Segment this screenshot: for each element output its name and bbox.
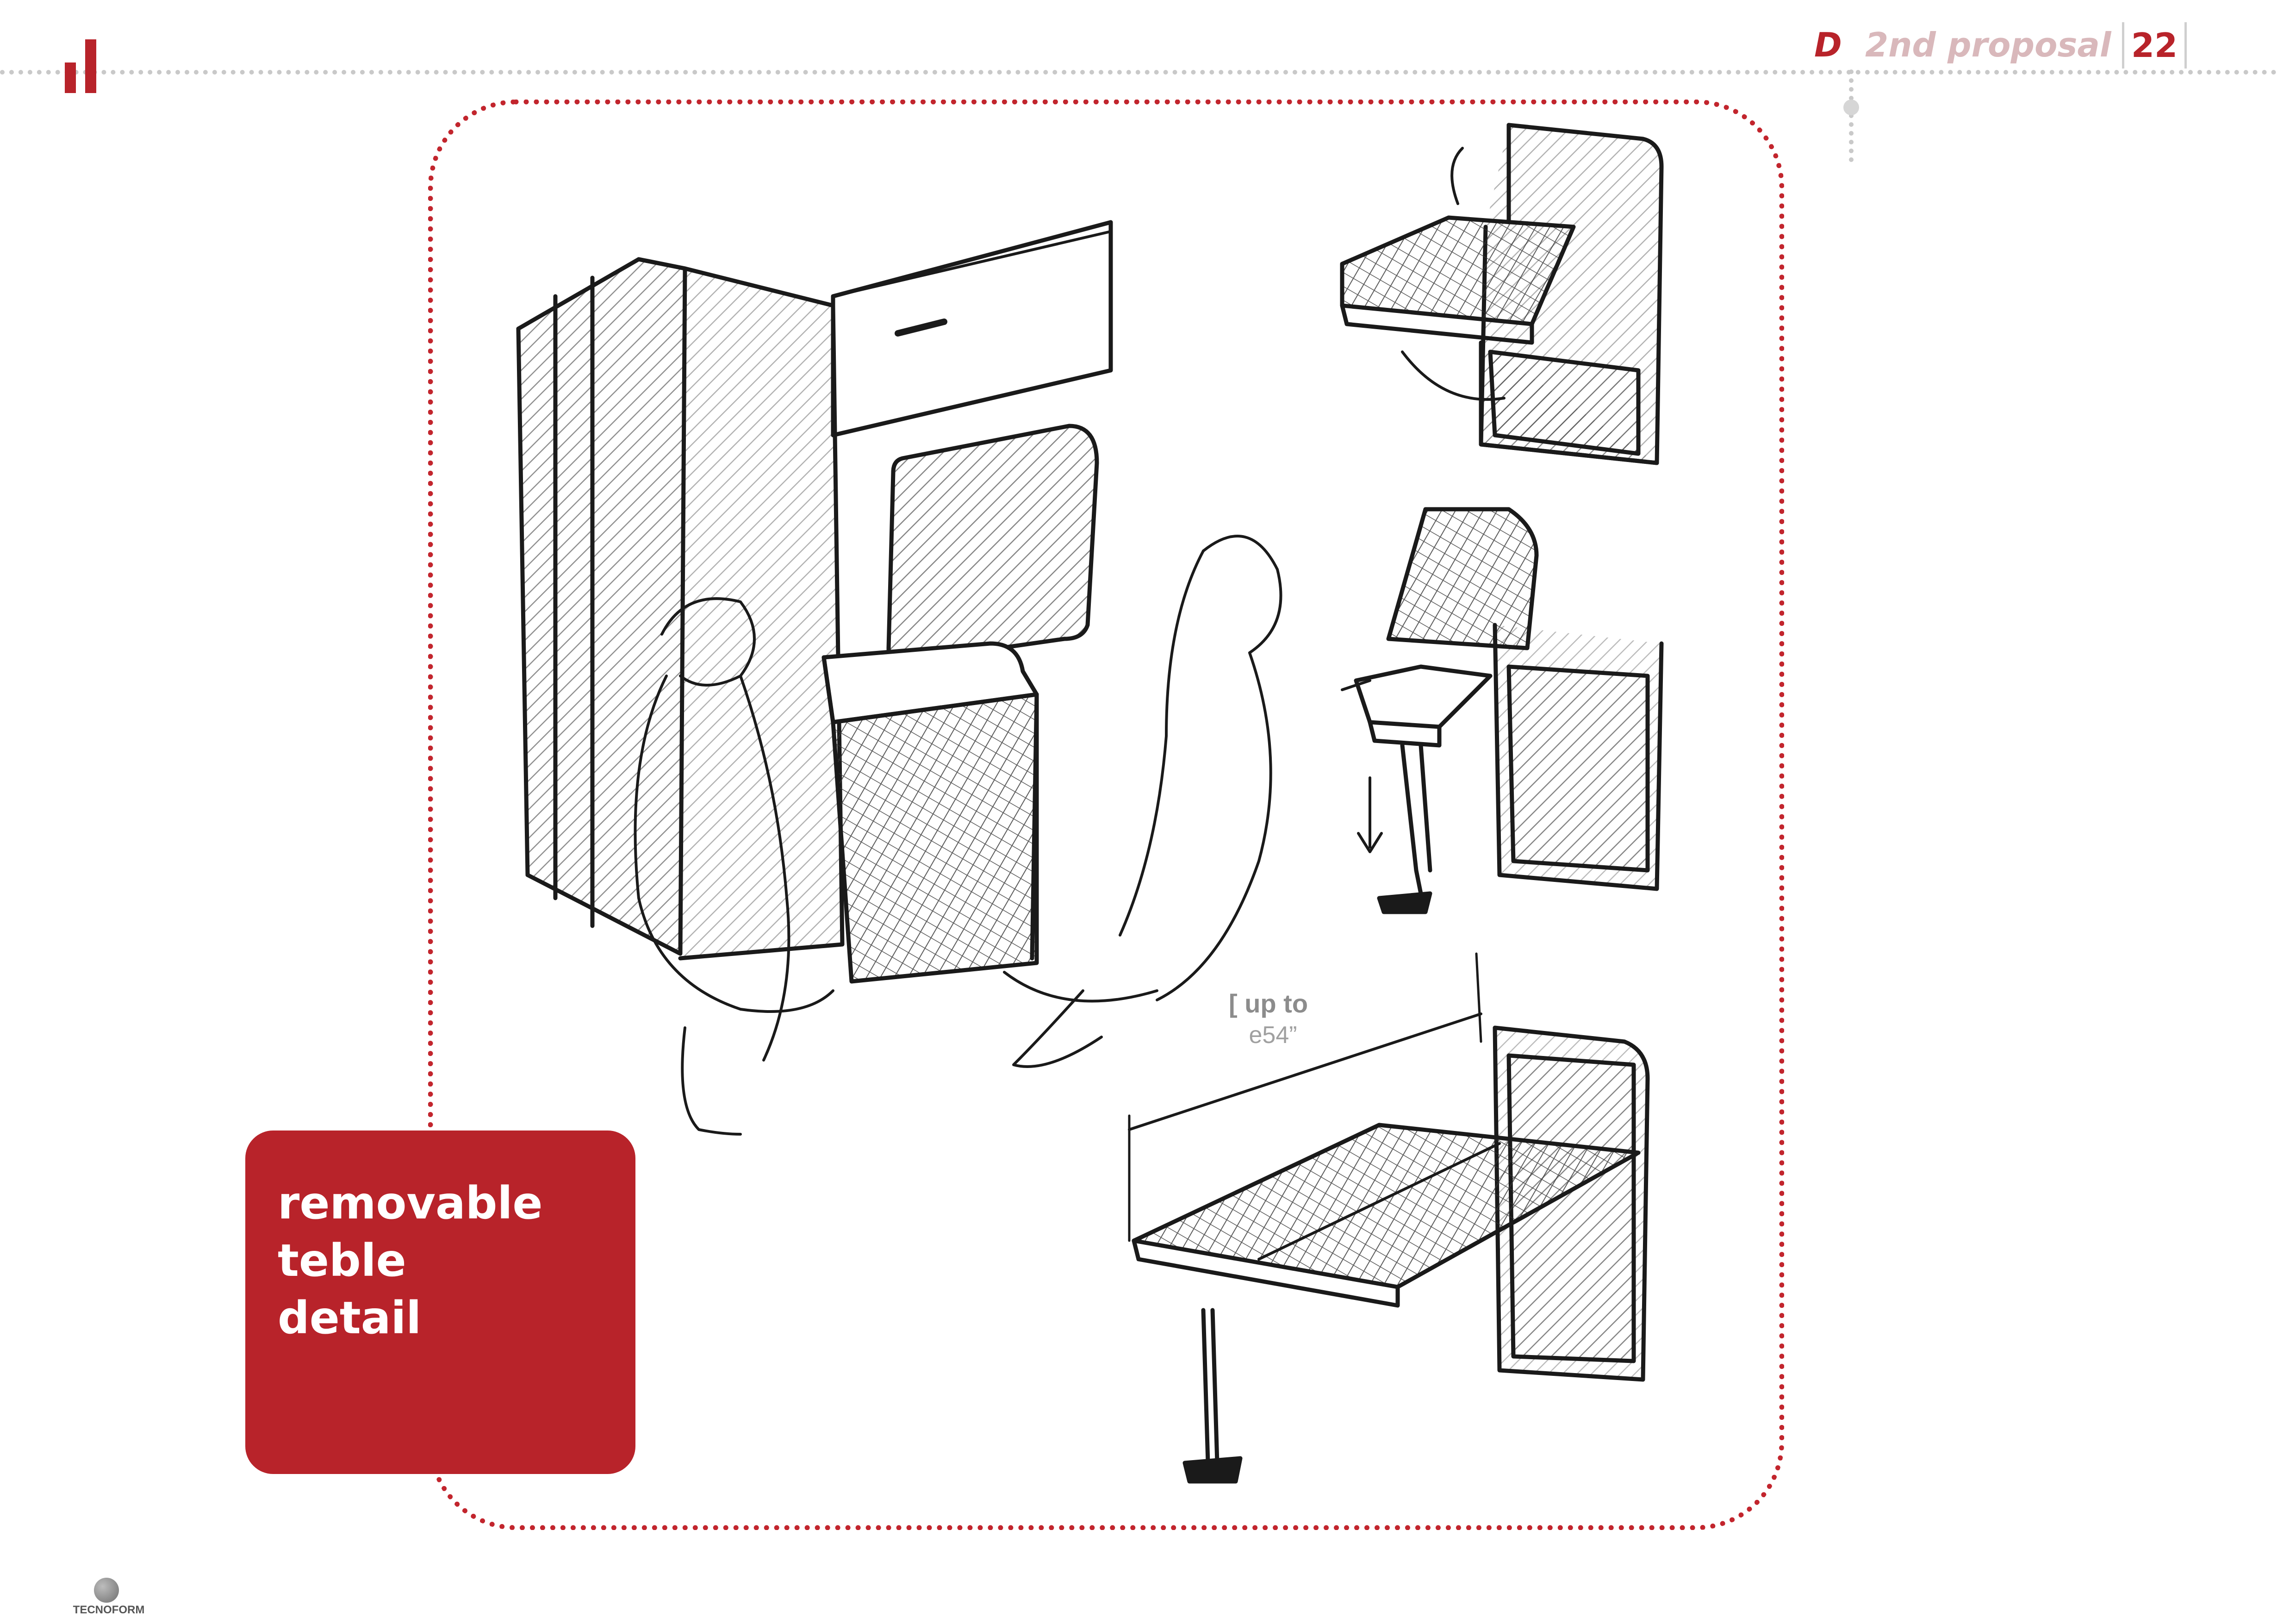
page-title: 2nd proposal bbox=[1865, 25, 2111, 64]
dimension-annotation-line1: [ up to bbox=[1229, 989, 1308, 1018]
header-dotted-line bbox=[0, 70, 2277, 75]
dimension-annotation-line2: e54” bbox=[1249, 1022, 1297, 1049]
caption-line-2: teble bbox=[278, 1235, 406, 1287]
section-letter: D bbox=[1814, 25, 1842, 64]
dimension-annotation: [ up to e54” bbox=[1229, 988, 1308, 1049]
table-sketch-illustration bbox=[516, 123, 1664, 1484]
brand-bars-icon bbox=[65, 39, 106, 95]
caption-line-3: detail bbox=[278, 1292, 422, 1344]
caption-badge: removable teble detail bbox=[245, 1131, 635, 1474]
tecnoform-logo: TECNOFORM bbox=[67, 1578, 150, 1616]
sketch-frame bbox=[428, 100, 1784, 1530]
header-vertical-dotted-line bbox=[1849, 69, 1854, 162]
page-number: 22 bbox=[2122, 22, 2187, 69]
caption-line-1: removable bbox=[278, 1177, 543, 1229]
globe-icon bbox=[94, 1578, 119, 1603]
brand-wordmark: TECNOFORM bbox=[73, 1604, 145, 1616]
header-dot-marker bbox=[1843, 100, 1859, 115]
